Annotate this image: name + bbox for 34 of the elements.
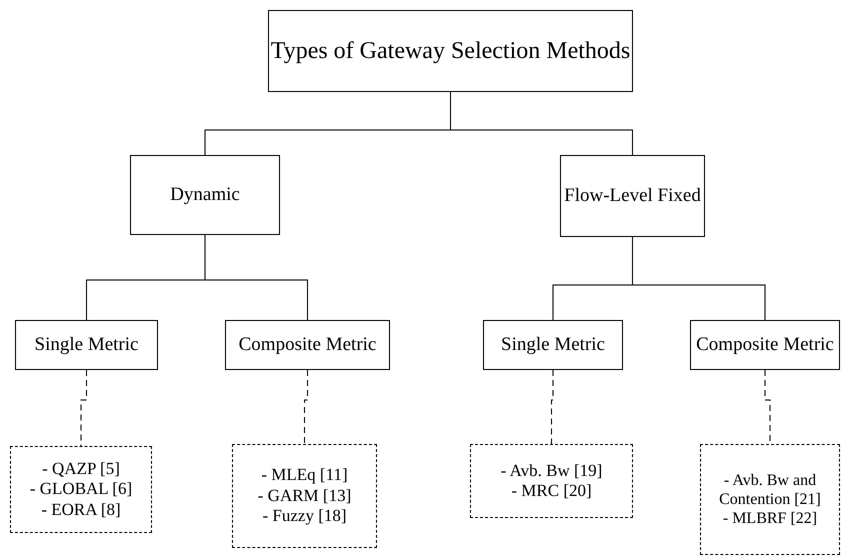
category-box — [268, 10, 633, 92]
list-item: - QAZP [5] — [42, 458, 120, 480]
list-item: - MLEq [11] — [261, 465, 348, 486]
dashed-connector — [304, 370, 308, 444]
category-box — [560, 155, 705, 237]
category-box — [15, 320, 158, 370]
reference-list-box — [700, 444, 840, 555]
list-item: - MLBRF [22] — [722, 509, 818, 528]
box-label: Composite Metric — [238, 334, 376, 356]
tree-connector — [204, 234, 308, 320]
tree-connector — [450, 92, 633, 156]
list-item: - Avb. Bw [19] — [500, 460, 602, 481]
box-label: Dynamic — [170, 184, 240, 206]
box-label: Types of Gateway Selection Methods — [270, 36, 630, 66]
list-item: - MRC [20] — [511, 481, 592, 502]
dashed-connector — [551, 370, 554, 444]
reference-list-box — [232, 444, 377, 548]
category-box — [690, 320, 840, 370]
box-label: Flow-Level Fixed — [564, 184, 701, 208]
reference-list-box — [470, 444, 633, 518]
list-item: - GARM [13] — [258, 486, 352, 506]
list-item: - Fuzzy [18] — [262, 506, 347, 527]
list-item: - Avb. Bw and Contention [21] — [718, 470, 822, 510]
category-box — [483, 320, 623, 370]
reference-list-box — [10, 446, 152, 533]
category-box — [130, 155, 280, 235]
box-label: Single Metric — [34, 334, 138, 356]
list-item: - EORA [8] — [41, 500, 121, 520]
list-item: - GLOBAL [6] — [30, 479, 132, 500]
box-label: Single Metric — [501, 334, 605, 356]
dashed-connector — [80, 370, 87, 446]
category-box — [225, 320, 390, 370]
tree-connector — [632, 236, 766, 320]
box-label: Composite Metric — [696, 334, 834, 356]
